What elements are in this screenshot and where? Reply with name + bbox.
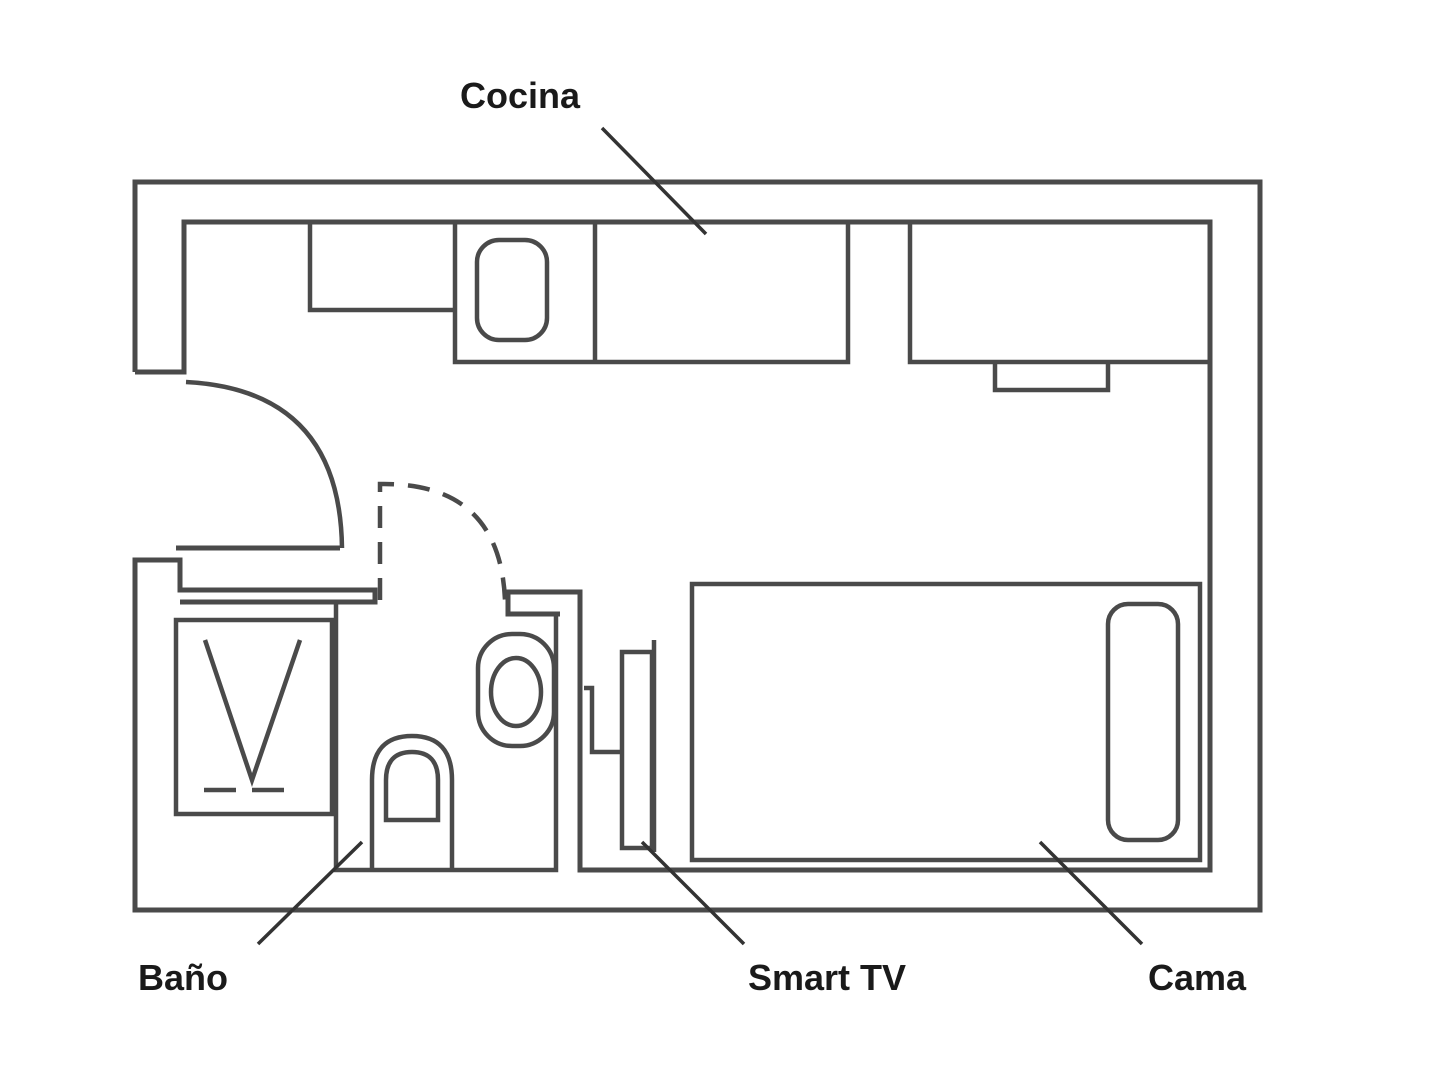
bathroom xyxy=(173,602,559,873)
toilet xyxy=(369,733,455,870)
tv-leader xyxy=(640,840,746,946)
smart-tv xyxy=(584,640,657,852)
bed-leader xyxy=(1038,840,1144,946)
bathroom-door-swing xyxy=(377,481,508,601)
kitchen-label: Cocina xyxy=(460,75,581,116)
bathroom-sink xyxy=(475,631,557,749)
pillow xyxy=(1105,601,1181,843)
shower xyxy=(173,617,335,817)
kitchen xyxy=(307,222,851,365)
bathroom-label: Baño xyxy=(138,957,228,998)
bathroom-leader xyxy=(256,840,364,946)
sink xyxy=(474,237,550,343)
entrance-door-swing xyxy=(185,379,345,549)
bed xyxy=(689,581,1203,863)
tv-label: Smart TV xyxy=(748,957,906,998)
kitchen-leader xyxy=(600,126,708,236)
walls xyxy=(132,179,1263,913)
wardrobe xyxy=(907,222,1210,393)
bed-label: Cama xyxy=(1148,957,1247,998)
